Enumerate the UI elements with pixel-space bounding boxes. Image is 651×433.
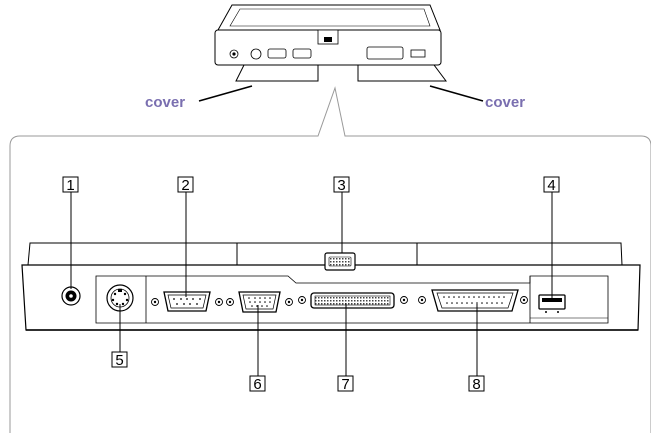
callout-leaders bbox=[70, 192, 553, 376]
cover-left-label: cover bbox=[145, 94, 185, 111]
callout-4: 4 bbox=[543, 176, 560, 194]
laptop-overview-thumbnail bbox=[198, 4, 484, 102]
svg-text:3: 3 bbox=[337, 177, 345, 194]
callout-7: 7 bbox=[337, 375, 354, 393]
svg-text:4: 4 bbox=[547, 177, 555, 194]
callout-3: 3 bbox=[333, 176, 350, 194]
svg-text:1: 1 bbox=[66, 177, 74, 194]
cover-right-flap bbox=[357, 64, 447, 82]
cover-left-leader bbox=[198, 85, 253, 102]
cover-left-flap bbox=[235, 64, 319, 82]
callout-1: 1 bbox=[62, 176, 79, 194]
cover-right-label: cover bbox=[485, 94, 525, 111]
callout-5: 5 bbox=[111, 351, 128, 369]
monitor-port bbox=[226, 291, 293, 313]
zoom-frame bbox=[9, 86, 651, 433]
serial-port bbox=[151, 291, 223, 312]
svg-text:8: 8 bbox=[472, 376, 480, 393]
callout-6: 6 bbox=[249, 375, 266, 393]
svg-text:6: 6 bbox=[253, 376, 261, 393]
cover-right-leader bbox=[429, 85, 484, 102]
printer-port bbox=[418, 289, 528, 312]
svg-text:5: 5 bbox=[115, 352, 123, 369]
callout-8: 8 bbox=[468, 375, 485, 393]
ps2-port bbox=[106, 284, 134, 312]
expansion-connector bbox=[298, 292, 408, 309]
svg-text:2: 2 bbox=[181, 177, 189, 194]
svg-text:7: 7 bbox=[341, 376, 349, 393]
callout-2: 2 bbox=[177, 176, 194, 194]
dc-in-port bbox=[61, 286, 81, 306]
latch-release bbox=[324, 252, 356, 271]
